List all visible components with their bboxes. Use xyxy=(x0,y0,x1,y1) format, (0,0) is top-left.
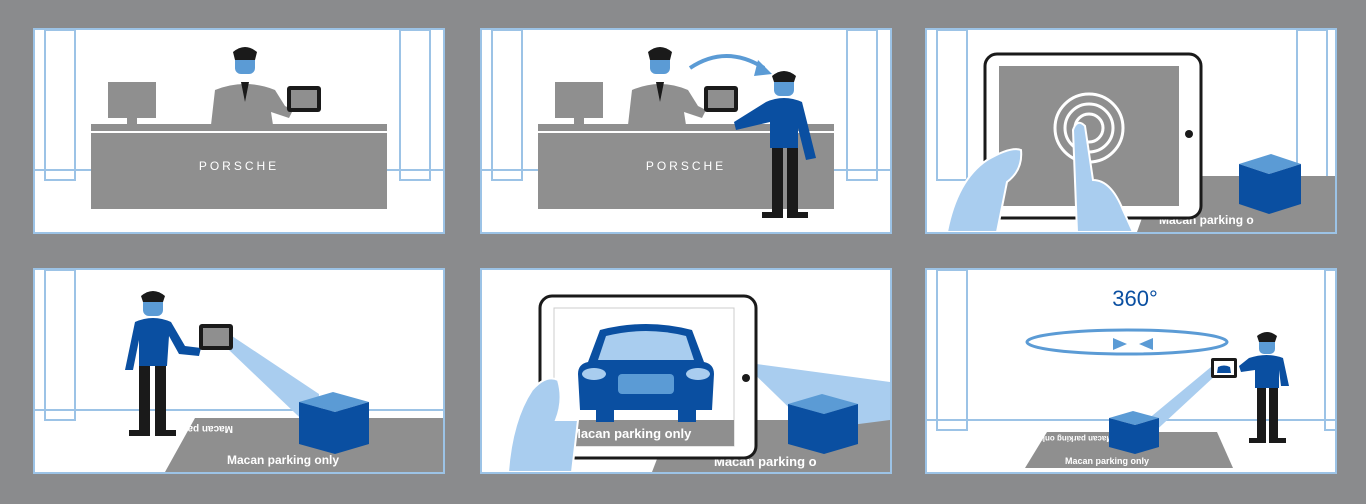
storyboard-panel-2: PORSCHE xyxy=(480,28,892,234)
storyboard-panel-4: Macan parking only Macan parking only xyxy=(33,268,445,474)
cube-marker-icon xyxy=(299,392,369,454)
reception-counter: PORSCHE xyxy=(91,124,387,209)
car-icon xyxy=(578,324,714,422)
panel-6-illustration: 360° Macan parking only Macan parking on… xyxy=(927,270,1335,468)
storyboard-panel-6: 360° Macan parking only Macan parking on… xyxy=(925,268,1337,474)
storyboard-panel-5: Macan parking o Macan parking only xyxy=(480,268,892,474)
hand-icon xyxy=(945,121,1135,232)
tablet-icon xyxy=(287,86,321,112)
mat-label: Macan parking only xyxy=(1065,456,1149,466)
panel-4-illustration: Macan parking only Macan parking only xyxy=(35,270,443,472)
cube-marker-icon xyxy=(1239,154,1301,214)
computer-monitor-icon xyxy=(555,82,603,126)
panel-3-illustration: Macan parking o xyxy=(936,30,1335,232)
panel-5-illustration: Macan parking o Macan parking only xyxy=(506,294,890,472)
mat-label: Macan parking only xyxy=(227,453,339,467)
parking-mat: Macan parking only Macan parking only xyxy=(139,418,443,472)
salesperson-figure xyxy=(628,47,706,125)
curved-arrow-icon xyxy=(688,54,766,70)
counter-brand-label: PORSCHE xyxy=(646,159,726,173)
customer-figure xyxy=(1239,332,1289,443)
rotation-degree-label: 360° xyxy=(1112,286,1158,311)
rotation-arrows-icon xyxy=(1025,328,1229,356)
storyboard-panel-1: PORSCHE xyxy=(33,28,445,234)
customer-figure xyxy=(125,291,201,436)
salesperson-figure xyxy=(211,47,293,125)
computer-monitor-icon xyxy=(108,82,156,126)
tablet-icon xyxy=(199,324,233,350)
counter-brand-label: PORSCHE xyxy=(199,159,279,173)
mat-label-mirrored: Macan parking only xyxy=(139,423,233,434)
tablet-icon xyxy=(704,86,738,112)
tablet-icon xyxy=(1211,358,1237,378)
scan-beam xyxy=(229,334,319,434)
mat-label-mirrored: Macan parking only xyxy=(570,426,692,441)
mat-label-mirrored: Macan parking only xyxy=(1038,434,1113,443)
cube-marker-icon xyxy=(788,394,858,454)
panel-1-illustration: PORSCHE xyxy=(35,30,443,209)
hand-icon xyxy=(506,377,580,472)
storyboard-panel-3: Macan parking o xyxy=(925,28,1337,234)
panel-2-illustration: PORSCHE xyxy=(482,30,890,218)
customer-figure xyxy=(734,71,816,218)
cube-marker-icon xyxy=(1109,411,1159,454)
